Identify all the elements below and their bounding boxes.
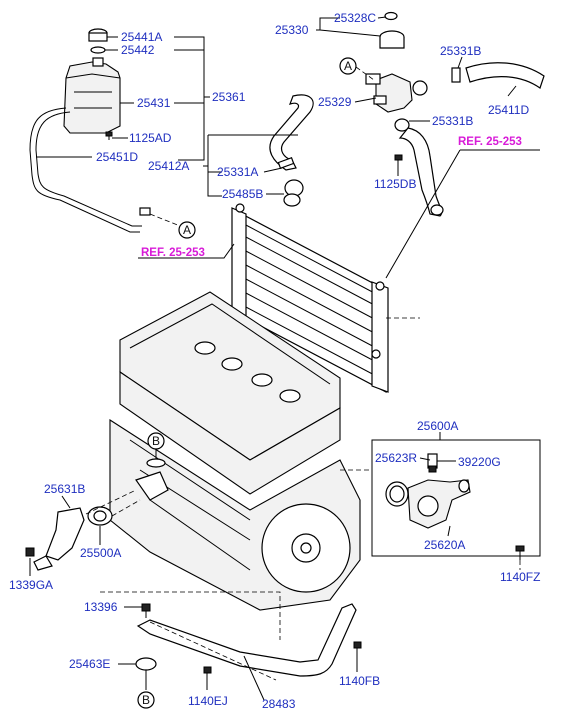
marker-a-top: A: [339, 57, 357, 75]
label-25623R: 25623R: [375, 451, 417, 465]
label-25441A: 25441A: [121, 30, 162, 44]
label-39220G: 39220G: [458, 455, 501, 469]
svg-text:A: A: [344, 59, 352, 73]
left-fittings: [25, 506, 113, 571]
label-25331B-top: 25331B: [440, 44, 481, 58]
label-1125AD: 1125AD: [129, 131, 172, 145]
label-25442: 25442: [121, 43, 155, 57]
label-1140FB: 1140FB: [339, 674, 380, 688]
label-25361: 25361: [212, 90, 246, 104]
label-1140EJ: 1140EJ: [188, 694, 228, 708]
engine-block: [109, 291, 361, 611]
svg-text:B: B: [142, 693, 150, 707]
part-labels: 25441A 25442 25431 25361 1125AD 25451D 2…: [9, 11, 540, 711]
marker-b-bottom: B: [137, 691, 155, 709]
markers: A A B B: [137, 57, 357, 709]
label-25330: 25330: [275, 23, 309, 37]
leader-lines: [29, 16, 540, 701]
label-1125DB: 1125DB: [374, 177, 416, 191]
label-25331A: 25331A: [217, 165, 258, 179]
svg-text:B: B: [152, 434, 160, 448]
label-13396: 13396: [84, 600, 118, 614]
label-25451D: 25451D: [96, 150, 138, 164]
water-outlet-group: [371, 439, 541, 560]
label-25600A: 25600A: [417, 419, 458, 433]
label-25328C: 25328C: [334, 11, 376, 25]
label-25463E: 25463E: [69, 657, 110, 671]
marker-a-left: A: [178, 221, 196, 239]
label-28483: 28483: [262, 697, 296, 711]
label-1140FZ: 1140FZ: [500, 570, 540, 584]
reservoir-tank: [29, 28, 151, 233]
label-25485B: 25485B: [222, 187, 263, 201]
svg-text:A: A: [183, 223, 191, 237]
label-25500A: 25500A: [80, 546, 121, 560]
marker-b-engine: B: [147, 432, 165, 450]
label-25620A: 25620A: [424, 538, 465, 552]
bottom-pipe: [135, 603, 362, 682]
label-25431: 25431: [137, 96, 171, 110]
ref-label-left: REF. 25-253: [141, 247, 205, 259]
upper-outlet-assembly: [365, 11, 545, 217]
label-1339GA: 1339GA: [9, 578, 53, 592]
label-25331B-mid: 25331B: [432, 114, 473, 128]
upper-hose: [269, 94, 314, 207]
label-25411D: 25411D: [488, 103, 529, 117]
label-25329: 25329: [318, 95, 352, 109]
label-25631B: 25631B: [44, 482, 85, 496]
radiator: [231, 203, 389, 393]
label-25412A: 25412A: [148, 159, 189, 173]
ref-label-right: REF. 25-253: [458, 136, 522, 148]
